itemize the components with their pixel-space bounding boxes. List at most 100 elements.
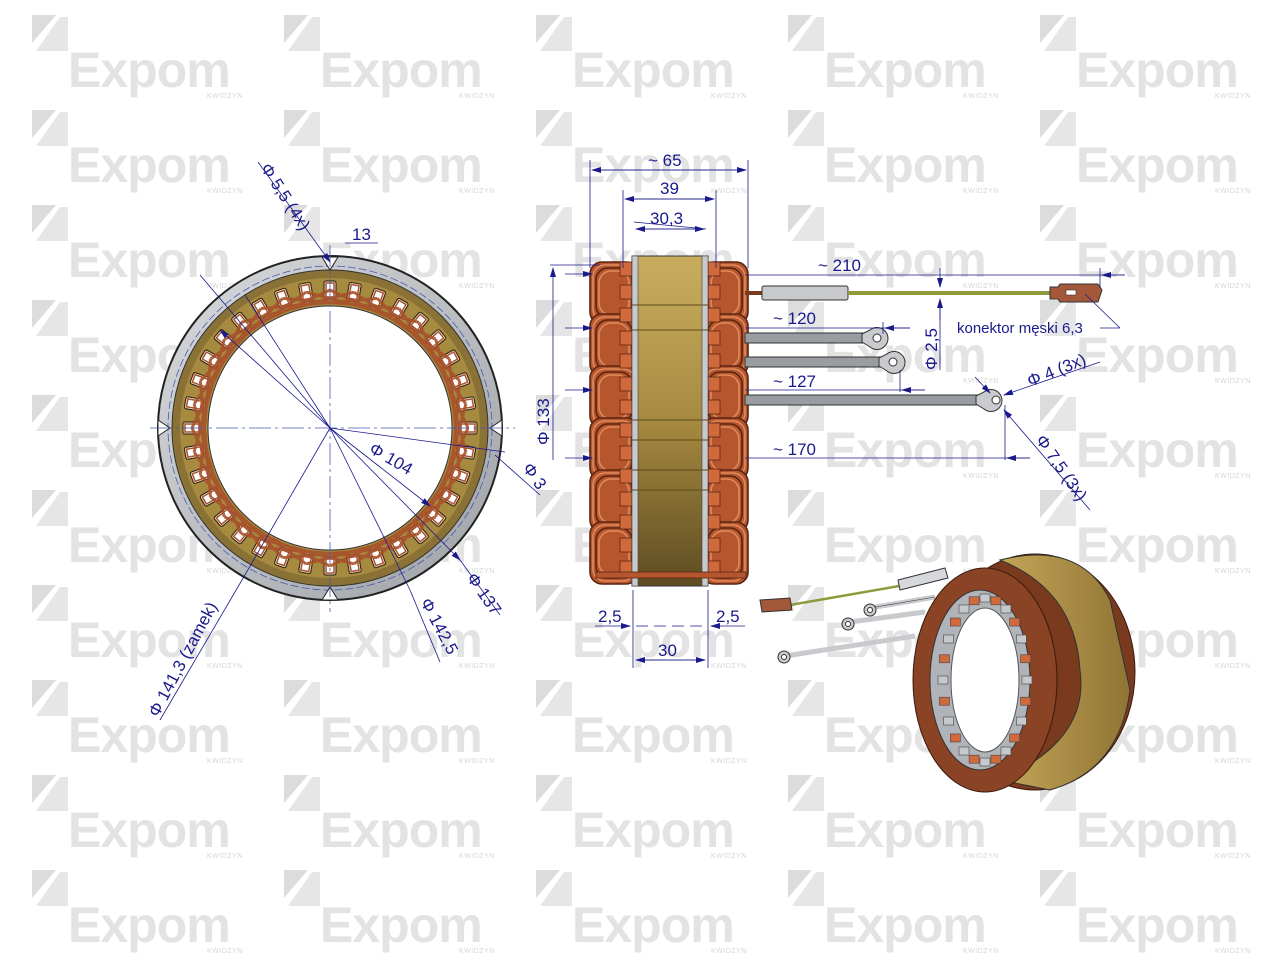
logo-mark-icon	[536, 680, 572, 716]
watermark-sub: KWIDZYN	[963, 283, 999, 290]
watermark-sub: KWIDZYN	[963, 378, 999, 385]
dim-step-right-2-5: 2,5	[716, 607, 740, 626]
dim-wire-2-5: Φ 2,5	[922, 328, 941, 370]
watermark-sub: KWIDZYN	[963, 93, 999, 100]
watermark-sub: KWIDZYN	[1215, 853, 1251, 860]
watermark-brand: Expom	[824, 137, 987, 193]
watermark-brand: Expom	[824, 897, 987, 953]
watermark-brand: Expom	[68, 232, 231, 288]
logo-mark-icon	[284, 680, 320, 716]
logo-mark-icon	[788, 110, 824, 146]
watermark-sub: KWIDZYN	[963, 188, 999, 195]
watermark-sub: KWIDZYN	[459, 283, 495, 290]
watermark-brand: Expom	[1076, 517, 1239, 573]
watermark-sub: KWIDZYN	[1215, 93, 1251, 100]
iso-teeth	[937, 593, 1033, 767]
watermark-brand: Expom	[68, 42, 231, 98]
watermark-brand: Expom	[572, 42, 735, 98]
watermark-sub: KWIDZYN	[1215, 758, 1251, 765]
watermark-brand: Expom	[572, 707, 735, 763]
dim-slot-137: Φ 137	[463, 569, 505, 618]
watermark-brand: Expom	[1076, 422, 1239, 478]
dim-lead-210: ~ 210	[818, 256, 861, 275]
dim-width-65: ~ 65	[648, 151, 682, 170]
logo-mark-icon	[284, 15, 320, 51]
logo-mark-icon	[1040, 300, 1076, 336]
watermark-brand: Expom	[1076, 327, 1239, 383]
watermark-sub: KWIDZYN	[207, 93, 243, 100]
watermark-brand: Expom	[320, 612, 483, 668]
logo-mark-icon	[788, 490, 824, 526]
logo-mark-icon	[284, 775, 320, 811]
watermark-sub: KWIDZYN	[963, 948, 999, 955]
isometric-view-stator	[759, 553, 1136, 793]
watermark-brand: Expom	[824, 802, 987, 858]
dim-lead-170: ~ 170	[773, 440, 816, 459]
logo-mark-icon	[32, 490, 68, 526]
logo-mark-icon	[536, 490, 572, 526]
dim-width-30-3: 30,3	[650, 209, 683, 228]
watermark-sub: KWIDZYN	[1215, 188, 1251, 195]
watermark-brand: Expom	[68, 897, 231, 953]
logo-mark-icon	[1040, 110, 1076, 146]
logo-mark-icon	[1040, 205, 1076, 241]
dim-eyelet-hole-4: Φ 4 (3x)	[1024, 350, 1088, 391]
logo-mark-icon	[536, 110, 572, 146]
logo-mark-icon	[788, 680, 824, 716]
watermark-sub: KWIDZYN	[207, 663, 243, 670]
watermark-sub: KWIDZYN	[207, 568, 243, 575]
watermark-brand: Expom	[824, 422, 987, 478]
logo-mark-icon	[536, 585, 572, 621]
winding-wires	[190, 288, 470, 568]
logo-mark-icon	[32, 395, 68, 431]
logo-mark-icon	[1040, 870, 1076, 906]
logo-mark-icon	[1040, 395, 1076, 431]
watermark-sub: KWIDZYN	[1215, 568, 1251, 575]
watermark-brand: Expom	[68, 137, 231, 193]
watermark-sub: KWIDZYN	[207, 283, 243, 290]
watermark-sub: KWIDZYN	[1215, 663, 1251, 670]
dim-height-133: Φ 133	[534, 398, 553, 445]
watermark-sub: KWIDZYN	[711, 758, 747, 765]
logo-mark-icon	[536, 775, 572, 811]
logo-mark-icon	[536, 205, 572, 241]
watermark-sub: KWIDZYN	[459, 948, 495, 955]
watermark-sub: KWIDZYN	[711, 93, 747, 100]
logo-mark-icon	[536, 395, 572, 431]
dim-base-30: 30	[658, 641, 677, 660]
watermark-brand: Expom	[320, 137, 483, 193]
logo-mark-icon	[284, 205, 320, 241]
watermark-brand: Expom	[320, 802, 483, 858]
logo-mark-icon	[32, 110, 68, 146]
logo-mark-icon	[536, 300, 572, 336]
side-view-stator: ~ 65 39 30,3 Φ 133 ~ 210 ~ 120 ~ 127 ~ 1…	[534, 151, 1125, 668]
logo-mark-icon	[536, 870, 572, 906]
watermark-brand: Expom	[68, 612, 231, 668]
logo-mark-icon	[32, 775, 68, 811]
watermark-brand: Expom	[1076, 137, 1239, 193]
logo-mark-icon	[788, 205, 824, 241]
watermark-sub: KWIDZYN	[711, 853, 747, 860]
logo-mark-icon	[788, 775, 824, 811]
watermark-sub: KWIDZYN	[459, 853, 495, 860]
watermark-sub: KWIDZYN	[963, 473, 999, 480]
